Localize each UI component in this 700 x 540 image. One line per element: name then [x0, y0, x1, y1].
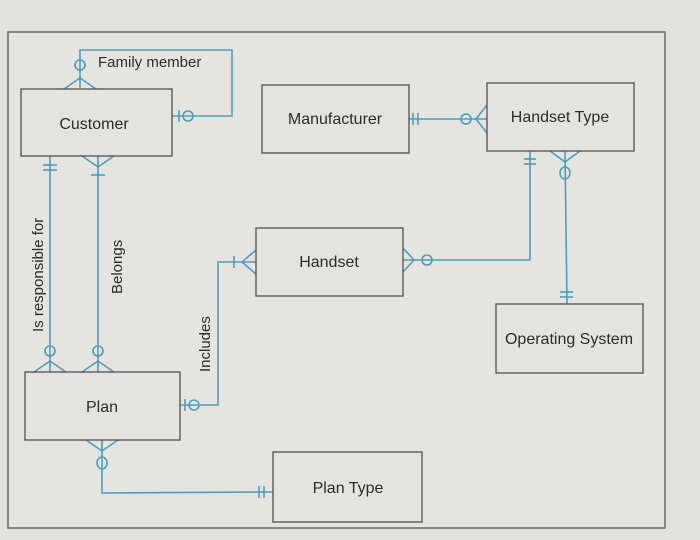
- entity-box[interactable]: [495, 303, 644, 374]
- relationship-handset-type-operating-system: [549, 150, 581, 305]
- entity-box[interactable]: [261, 84, 410, 154]
- one-or-many-marker: [81, 155, 115, 176]
- zero-or-one-marker: [184, 399, 200, 411]
- entity-box[interactable]: [486, 82, 635, 152]
- entity-label: Handset: [299, 254, 359, 271]
- zero-or-many-marker: [33, 345, 67, 373]
- zero-or-one-marker: [178, 110, 194, 122]
- entity-label: Operating System: [505, 331, 633, 348]
- relationship-label-includes: Includes: [197, 316, 214, 372]
- connector-line: [564, 150, 568, 305]
- relationship-handset-type-handset: [402, 151, 536, 273]
- relationship-is-responsible-for: Is responsible for: [30, 156, 67, 373]
- entity-label: Handset Type: [511, 109, 610, 126]
- entity-box[interactable]: [272, 451, 423, 523]
- entity-plan[interactable]: Plan: [24, 371, 181, 441]
- entity-label: Plan: [86, 399, 118, 416]
- entity-box[interactable]: [255, 227, 404, 297]
- zero-or-many-marker: [85, 439, 119, 470]
- connector-line: [403, 151, 531, 261]
- one-and-only-one-marker: [412, 113, 419, 125]
- zero-or-many-marker: [63, 59, 97, 90]
- connector-line: [79, 49, 233, 117]
- entity-box[interactable]: [24, 371, 181, 441]
- relationship-plan-plan-type: [85, 439, 274, 498]
- relationship-label-family-member: Family member: [98, 54, 201, 71]
- one-and-only-one-marker: [524, 158, 536, 165]
- entity-plan-type[interactable]: Plan Type: [272, 451, 423, 523]
- entity-manufacturer[interactable]: Manufacturer: [261, 84, 410, 154]
- entity-handset[interactable]: Handset: [255, 227, 404, 297]
- relationship-includes: Includes: [180, 249, 257, 411]
- entity-label: Plan Type: [313, 480, 384, 497]
- entity-operating-system[interactable]: Operating System: [495, 303, 644, 374]
- entity-label: Customer: [59, 116, 129, 133]
- entity-box[interactable]: [20, 88, 173, 157]
- one-and-only-one-marker: [258, 486, 265, 498]
- relationship-manufacturer-handset-type: [409, 104, 488, 134]
- one-and-only-one-marker: [560, 291, 573, 298]
- zero-or-many-marker: [81, 345, 115, 373]
- relationship-label-is-responsible-for: Is responsible for: [30, 218, 47, 332]
- entity-customer[interactable]: Customer: [20, 88, 173, 157]
- entity-label: Manufacturer: [288, 111, 383, 128]
- relationship-family-member: Family member: [63, 49, 233, 122]
- zero-or-many-marker: [402, 247, 433, 273]
- relationship-label-belongs: Belongs: [109, 240, 126, 294]
- relationship-belongs: Belongs: [81, 155, 126, 373]
- entity-handset-type[interactable]: Handset Type: [486, 82, 635, 152]
- one-or-many-marker: [233, 249, 257, 275]
- zero-or-many-marker: [460, 104, 488, 134]
- one-and-only-one-marker: [43, 164, 57, 171]
- zero-or-many-marker: [549, 150, 581, 180]
